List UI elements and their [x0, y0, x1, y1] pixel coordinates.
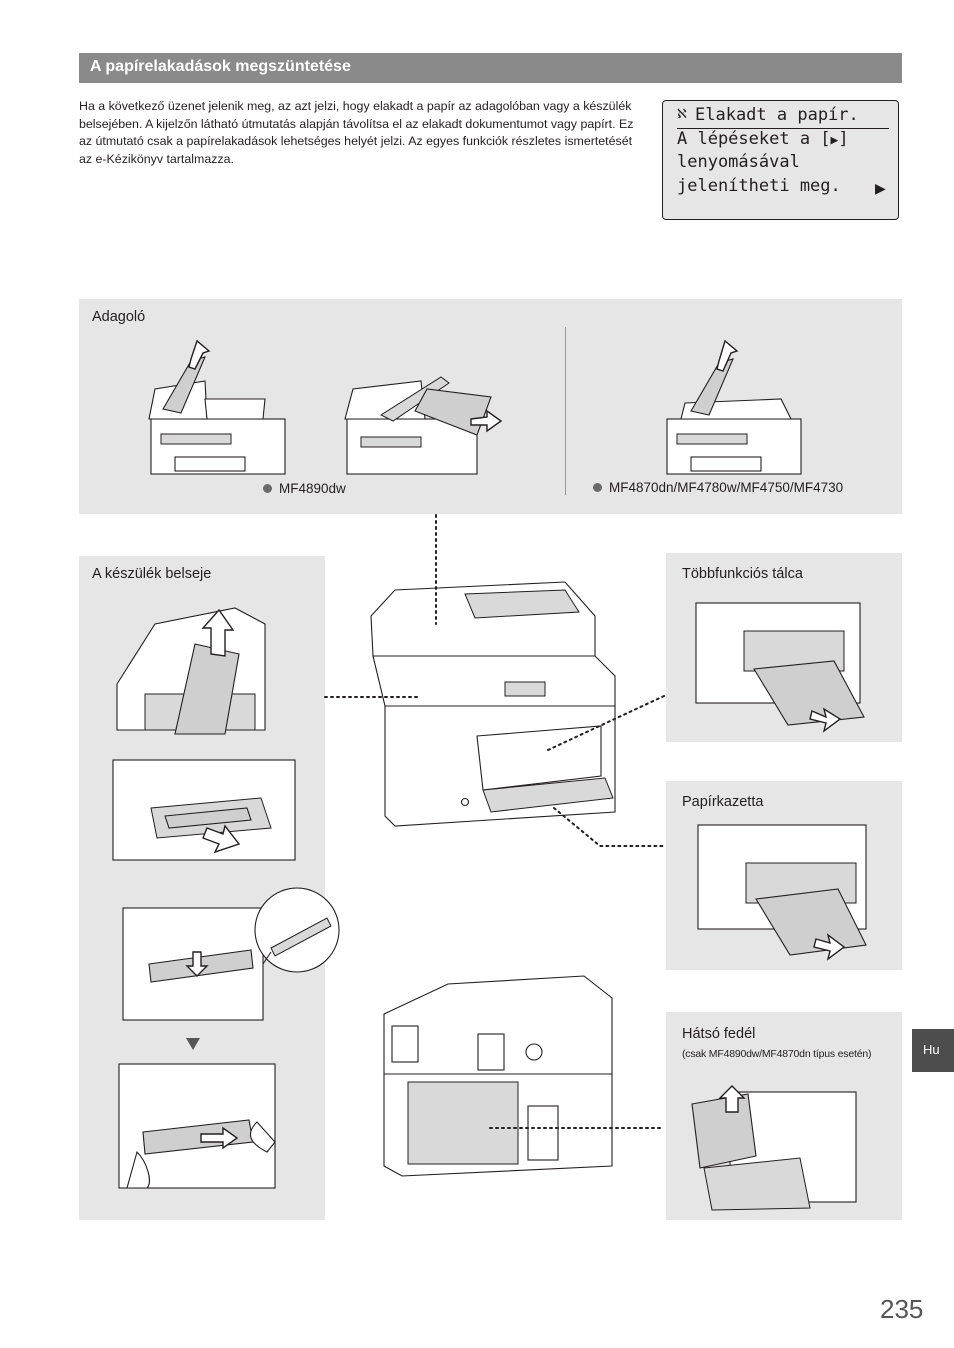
step-arrow-icon — [186, 1038, 200, 1050]
feeder-title: Adagoló — [92, 309, 146, 325]
model-label-right: MF4870dn/MF4780w/MF4750/MF4730 — [593, 480, 843, 495]
panel-divider — [565, 327, 566, 495]
lcd-line-2: A lépéseket a [▶] — [677, 129, 849, 149]
feeder-panel: Adagoló MF4890dw MF4870dn/MF4780w/MF4750… — [79, 299, 902, 514]
feeder-illustration-3 — [666, 339, 802, 475]
lcd-display: ℵ Elakadt a papír. A lépéseket a [▶] len… — [662, 100, 899, 220]
inside-illustration-3 — [122, 887, 340, 1021]
page-number: 235 — [880, 1294, 924, 1324]
printer-rear-illustration — [383, 975, 613, 1177]
rear-cover-panel: Hátsó fedél (csak MF4890dw/MF4870dn típu… — [666, 1012, 902, 1220]
intro-paragraph: Ha a következő üzenet jelenik meg, az az… — [79, 99, 634, 166]
multipurpose-tray-panel: Többfunkciós tálca — [666, 553, 902, 742]
inside-title: A készülék belseje — [92, 566, 212, 582]
section-header: A papírelakadások megszüntetése — [79, 53, 902, 83]
rear-title: Hátsó fedél — [682, 1026, 756, 1042]
inside-illustration-1 — [116, 607, 266, 735]
rear-cover-illustration — [691, 1085, 857, 1211]
lcd-line-3: lenyomásával — [677, 152, 800, 172]
paper-jam-icon: ℵ — [677, 107, 687, 122]
cassette-illustration — [697, 824, 867, 961]
right-triangle-icon: ▶ — [830, 133, 839, 148]
lcd-line-4: jelenítheti meg. — [677, 176, 841, 196]
bullet-icon — [593, 483, 602, 492]
multipurpose-illustration — [695, 602, 865, 733]
rear-note: (csak MF4890dw/MF4870dn típus esetén) — [682, 1048, 872, 1060]
lcd-line-1: Elakadt a papír. — [695, 105, 859, 125]
inside-panel: A készülék belseje — [79, 556, 340, 1220]
model-label-left: MF4890dw — [263, 481, 346, 496]
next-arrow-icon: ▶ — [875, 180, 886, 196]
printer-main-illustration — [370, 581, 616, 827]
feeder-illustration-2 — [344, 376, 503, 475]
paper-cassette-panel: Papírkazetta — [666, 781, 902, 970]
language-tab: Hu — [912, 1029, 954, 1072]
section-title: A papírelakadások megszüntetése — [90, 58, 351, 75]
multipurpose-title: Többfunkciós tálca — [682, 566, 803, 582]
bullet-icon — [263, 484, 272, 493]
inside-illustration-2 — [112, 759, 296, 861]
inside-illustration-4 — [118, 1063, 276, 1189]
lcd-divider — [677, 128, 889, 129]
feeder-illustration-1 — [148, 339, 286, 475]
cassette-title: Papírkazetta — [682, 794, 764, 810]
